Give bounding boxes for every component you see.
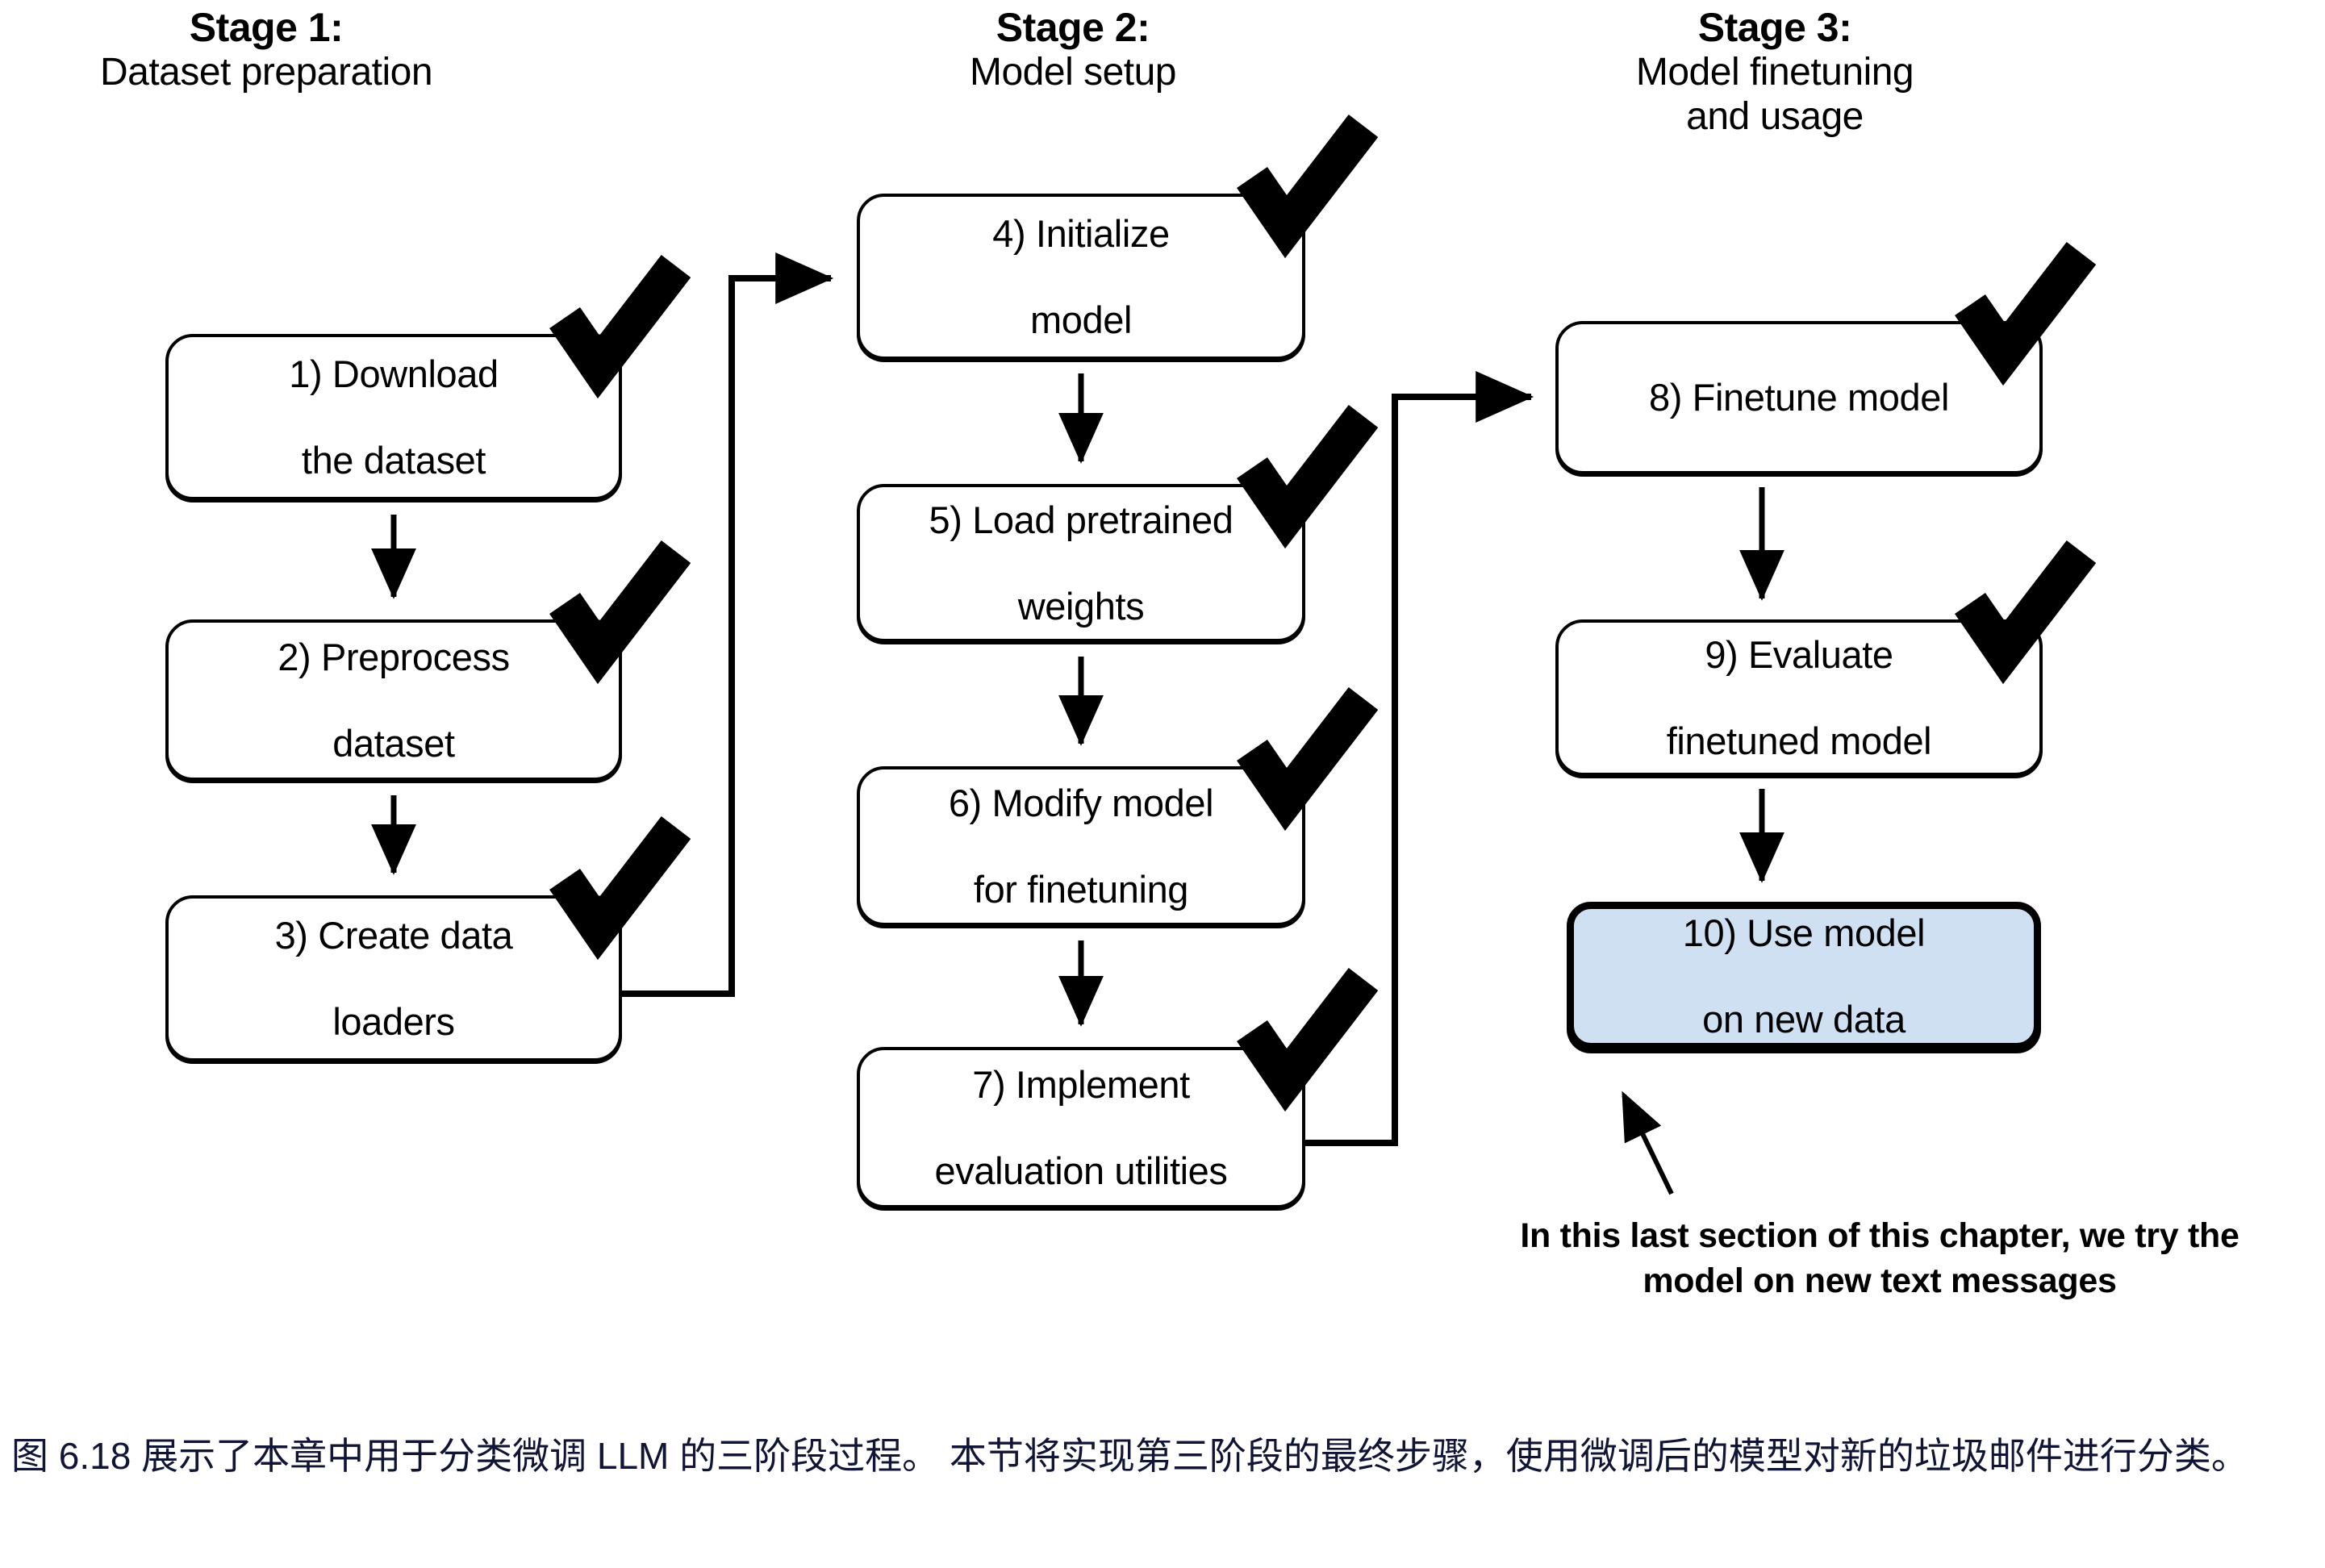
annotation-pointer-arrow [1622,1091,1674,1195]
figure-caption: 图 6.18 展示了本章中用于分类微调 LLM 的三阶段过程。 本节将实现第三阶… [11,1435,2248,1477]
stage-2-subtitle: Model setup [970,51,1177,94]
stage-1-title: Stage 1: [189,5,344,50]
stage-2-heading: Stage 2: Model setup [831,5,1315,95]
stage-1-subtitle: Dataset preparation [99,51,433,94]
stage-3-heading: Stage 3: Model finetuning and usage [1517,5,2033,139]
connector-stage1-to-stage2 [622,252,834,997]
flow-diagram: Stage 1: Dataset preparation Stage 2: Mo… [24,5,2325,1304]
stage-1-heading: Stage 1: Dataset preparation [24,5,508,95]
annotation-note-line-1: In this last section of this chapter, we… [1520,1216,2239,1255]
annotation-note-line-2: model on new text messages [1643,1261,2117,1300]
stage-3-subtitle-line-1: Model finetuning [1635,51,1914,94]
connector-stage2-to-stage3 [1305,371,1534,1146]
step-node-8-label: 8) Finetune model [1648,376,1950,419]
step-node-8[interactable]: 8) Finetune model [1555,321,2043,474]
stage-3-subtitle-line-2: and usage [1686,94,1864,138]
annotation-note: In this last section of this chapter, we… [1420,1214,2325,1304]
stage-3-title: Stage 3: [1697,5,1852,50]
stage-2-title: Stage 2: [996,5,1150,50]
